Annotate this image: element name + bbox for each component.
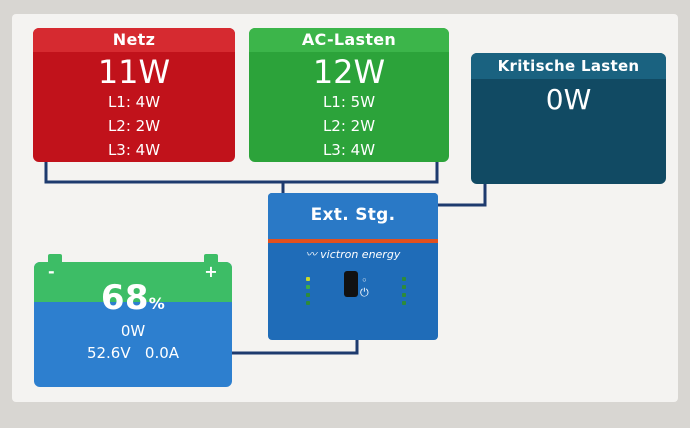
grid-tile[interactable]: Netz 11W L1: 4W L2: 2W L3: 4W bbox=[33, 28, 235, 162]
grid-l3: L3: 4W bbox=[107, 141, 161, 159]
brand-text: victron energy bbox=[320, 248, 401, 261]
battery-tile[interactable]: - + 68% 0W 52.6V 0.0A bbox=[34, 254, 232, 387]
status-led-icon bbox=[402, 301, 406, 305]
grid-power: 11W bbox=[97, 53, 171, 91]
victron-wave-icon: 〰 bbox=[305, 248, 317, 261]
inverter-tile[interactable]: Ext. Stg. 〰 victron energy ◦⏻ bbox=[268, 193, 438, 340]
status-led-icon bbox=[402, 293, 406, 297]
grid-l1: L1: 4W bbox=[107, 93, 161, 111]
battery-header: - + 68% bbox=[34, 262, 232, 318]
battery-terminal-icon bbox=[204, 254, 218, 262]
victron-brand-logo: 〰 victron energy bbox=[268, 247, 438, 263]
battery-power: 0W bbox=[120, 322, 146, 340]
mode-switch-icon bbox=[344, 271, 358, 297]
wire-grid-ac bbox=[44, 152, 439, 184]
battery-values: 52.6V 0.0A bbox=[34, 342, 232, 364]
battery-soc-value: 68 bbox=[100, 278, 149, 318]
status-led-icon bbox=[306, 301, 310, 305]
critical-loads-power: 0W bbox=[545, 83, 592, 116]
status-led-icon bbox=[306, 285, 310, 289]
ac-loads-l1: L1: 5W bbox=[322, 93, 376, 111]
status-led-icon bbox=[402, 285, 406, 289]
ac-loads-power: 12W bbox=[312, 53, 386, 91]
status-led-icon bbox=[402, 277, 406, 281]
wire-inverter-critical bbox=[430, 175, 487, 207]
battery-current: 0.0A bbox=[144, 344, 180, 362]
battery-soc-unit: % bbox=[148, 294, 166, 313]
status-led-icon bbox=[306, 293, 310, 297]
battery-soc: 68% bbox=[34, 278, 232, 324]
ac-loads-l2: L2: 2W bbox=[322, 117, 376, 135]
battery-voltage: 52.6V bbox=[86, 344, 131, 362]
inverter-title: Ext. Stg. bbox=[268, 193, 438, 243]
grid-title: Netz bbox=[33, 28, 235, 52]
ac-loads-tile[interactable]: AC-Lasten 12W L1: 5W L2: 2W L3: 4W bbox=[249, 28, 449, 162]
grid-l2: L2: 2W bbox=[107, 117, 161, 135]
battery-terminal-icon bbox=[48, 254, 62, 262]
battery-plus-icon: + bbox=[204, 262, 218, 281]
battery-minus-icon: - bbox=[48, 262, 55, 281]
critical-loads-tile[interactable]: Kritische Lasten 0W bbox=[471, 53, 666, 184]
ac-loads-l3: L3: 4W bbox=[322, 141, 376, 159]
status-led-icon bbox=[306, 277, 310, 281]
power-icon: ◦⏻ bbox=[360, 274, 369, 299]
ac-loads-title: AC-Lasten bbox=[249, 28, 449, 52]
critical-loads-title: Kritische Lasten bbox=[471, 53, 666, 79]
